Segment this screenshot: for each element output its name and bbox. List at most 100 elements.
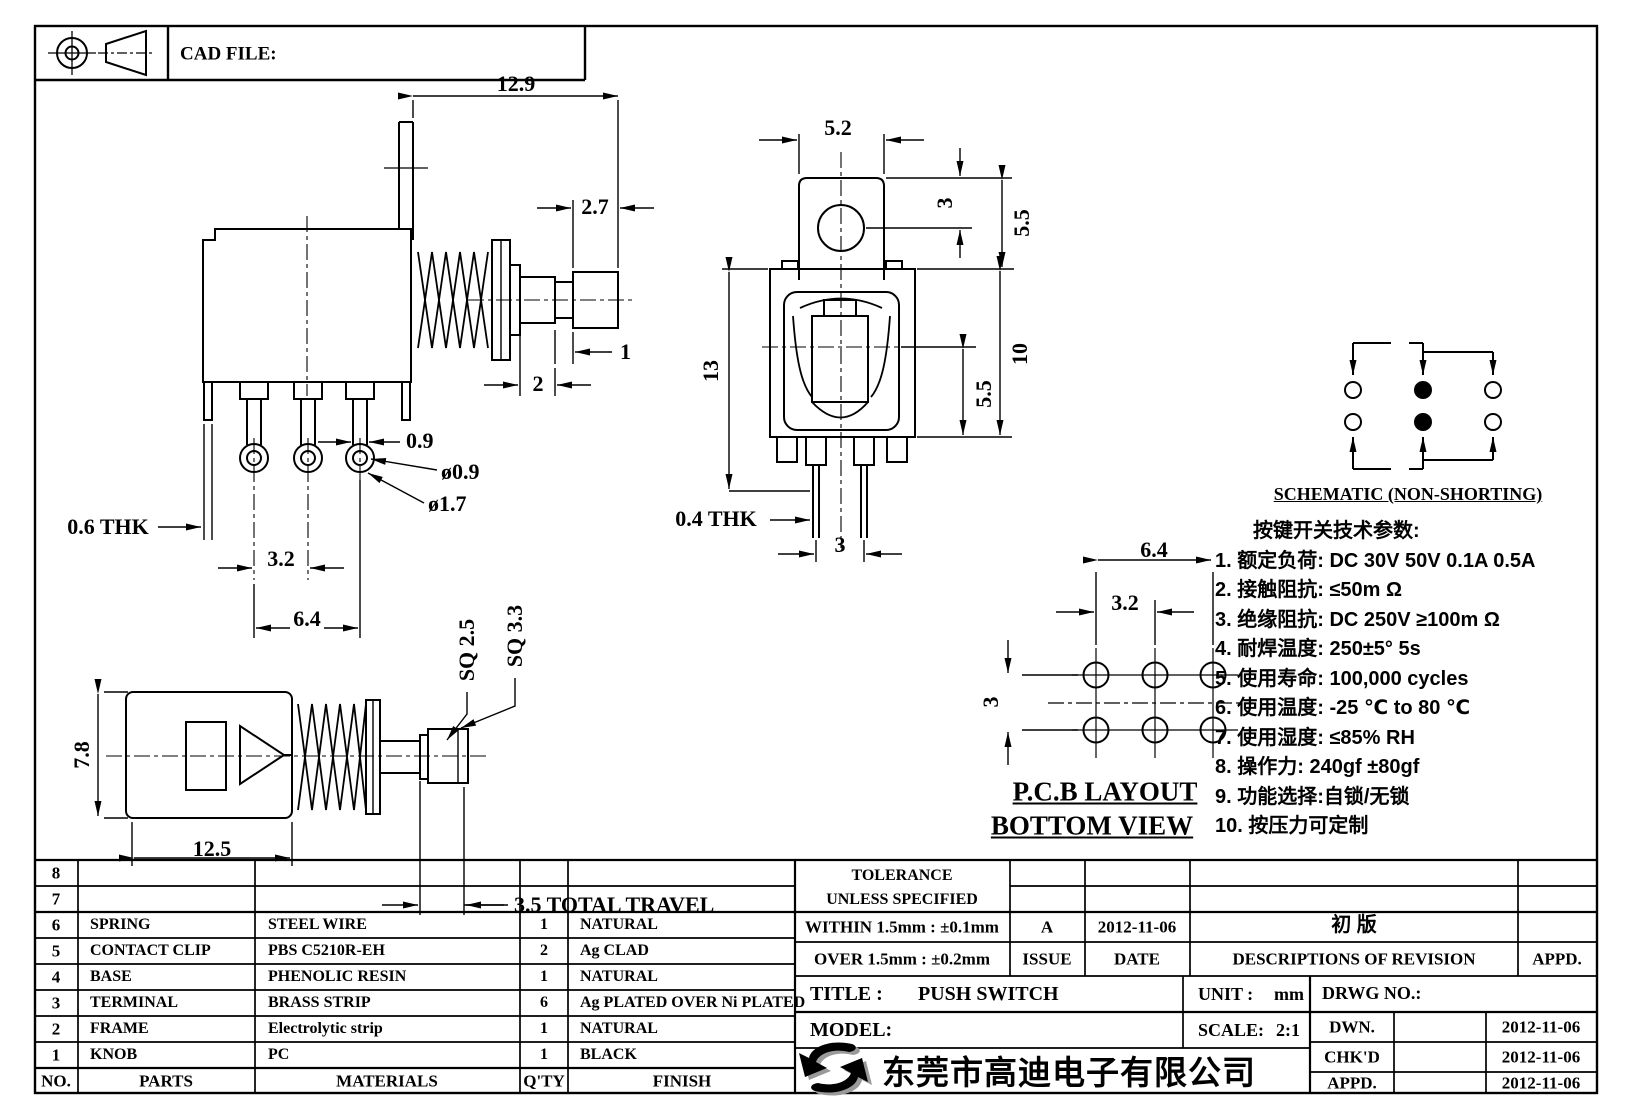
parameter-item: 7. 使用湿度: ≤85% RH [1215,726,1415,749]
part-finish: Ag PLATED OVER Ni PLATED [580,994,806,1011]
dim-0-4-thk: 0.4 THK [675,506,757,531]
row-number: 2 [51,1019,61,1039]
side-view-centerlines [253,216,634,580]
date-label: DATE [1114,949,1160,969]
dim-0-6-thk: 0.6 THK [67,514,149,539]
pcb-dim-3-2: 3.2 [1111,590,1139,615]
part-finish: BLACK [580,1046,637,1063]
part-qty: 6 [540,994,548,1011]
title-label: TITLE : [810,983,883,1005]
dim-3-top: 3 [932,197,957,209]
issue-date-value: 2012-11-06 [1097,917,1177,937]
part-finish: NATURAL [580,916,658,933]
row-number: 3 [51,993,61,1013]
dim-12-5: 12.5 [192,836,232,861]
scale-label: SCALE: [1198,1020,1265,1040]
dim-3-5-total-travel: 3.5 TOTAL TRAVEL [514,892,715,917]
parameter-item: 3. 绝缘阻抗: DC 250V ≥100m Ω [1215,608,1500,631]
part-material: Electrolytic strip [268,1020,383,1037]
dim-sq-2-5: SQ 2.5 [454,618,479,682]
part-material: BRASS STRIP [268,994,371,1011]
parameter-item: 9. 功能选择:自锁/无锁 [1215,785,1410,808]
chkd-date: 2012-11-06 [1501,1047,1581,1067]
col-header-qty: Q'TY [523,1071,565,1091]
pcb-layout-title: P.C.B LAYOUT [1012,776,1198,807]
pcb-layout-graphic [1048,648,1250,758]
part-qty: 1 [540,916,548,933]
parameter-item: 4. 耐焊温度: 250±5° 5s [1215,638,1421,660]
part-material: PBS C5210R-EH [268,942,385,959]
part-name: FRAME [90,1020,149,1037]
appd-column-label: APPD. [1532,949,1582,969]
projection-symbol-icon [48,29,154,77]
dim-12-9: 12.9 [496,71,536,96]
row-number: 1 [51,1045,61,1065]
cad-file-label: CAD FILE: [180,43,277,65]
parameter-item: 6. 使用温度: -25 ℃ to 80 ℃ [1215,697,1471,719]
unit-value: mm [1274,984,1304,1004]
pcb-dim-3: 3 [978,696,1003,708]
tolerance-within: WITHIN 1.5mm : ±0.1mm [805,917,999,937]
dim-10: 10 [1007,343,1032,365]
part-finish: Ag CLAD [580,942,649,959]
row-number: 7 [51,889,61,909]
part-material: PHENOLIC RESIN [268,968,407,985]
side-view-dimensions [158,92,654,638]
dim-2-7: 2.7 [581,194,609,219]
dim-2: 2 [532,371,544,396]
top-view-dimensions [94,678,516,915]
dim-dia-0-9: ø0.9 [441,459,480,484]
part-name: BASE [90,968,132,985]
parameter-item: 1. 额定负荷: DC 30V 50V 0.1A 0.5A [1215,549,1536,572]
part-name: KNOB [90,1046,138,1063]
part-material: STEEL WIRE [268,916,367,933]
schematic-graphic [1344,342,1502,470]
revision-description-label: DESCRIPTIONS OF REVISION [1232,949,1476,969]
col-header-materials: MATERIALS [336,1071,438,1091]
tolerance-subtitle: UNLESS SPECIFIED [826,891,978,908]
dwn-label: DWN. [1329,1017,1375,1037]
issue-label: ISSUE [1022,949,1072,969]
revision-description-value: 初 版 [1331,914,1377,936]
part-finish: NATURAL [580,968,658,985]
row-number: 6 [51,915,61,935]
drwg-no-label: DRWG NO.: [1322,983,1422,1003]
part-name: CONTACT CLIP [90,942,211,959]
dim-5-5-top: 5.5 [1009,209,1034,237]
dim-6-4: 6.4 [293,606,321,631]
front-view-outline [769,177,916,538]
parameter-item: 2. 接触阻抗: ≤50m Ω [1215,579,1403,601]
part-name: SPRING [90,916,151,933]
part-name: TERMINAL [90,994,179,1011]
title-value: PUSH SWITCH [918,983,1059,1005]
front-view-centerlines [762,152,925,548]
tolerance-title: TOLERANCE [851,867,953,884]
side-view-outline [202,121,619,421]
dim-1: 1 [620,339,631,364]
part-finish: NATURAL [580,1020,658,1037]
dwn-date: 2012-11-06 [1501,1017,1581,1037]
front-view-dimensions [722,134,1014,562]
scale-value: 2:1 [1276,1020,1300,1040]
unit-label: UNIT : [1198,984,1254,1004]
dim-7-8: 7.8 [69,741,94,769]
dim-13: 13 [698,360,723,382]
pcb-layout-dimensions [1004,556,1214,765]
appd-date: 2012-11-06 [1501,1073,1581,1093]
technical-parameters: 按键开关技术参数: 1. 额定负荷: DC 30V 50V 0.1A 0.5A … [1215,517,1627,842]
part-qty: 1 [540,1046,548,1063]
company-name: 东莞市高迪电子有限公司 [882,1054,1256,1091]
part-material: PC [268,1046,290,1063]
company-logo [799,1042,872,1096]
dim-sq-3-3: SQ 3.3 [502,604,527,668]
col-header-finish: FINISH [652,1071,712,1091]
model-label: MODEL: [810,1019,893,1041]
dim-3-2: 3.2 [267,546,295,571]
table-grid [35,858,1597,1093]
top-view-outline [125,691,469,819]
side-view-pins [239,399,375,473]
dim-5-5-bottom: 5.5 [971,380,996,408]
dim-dia-1-7: ø1.7 [428,491,467,516]
